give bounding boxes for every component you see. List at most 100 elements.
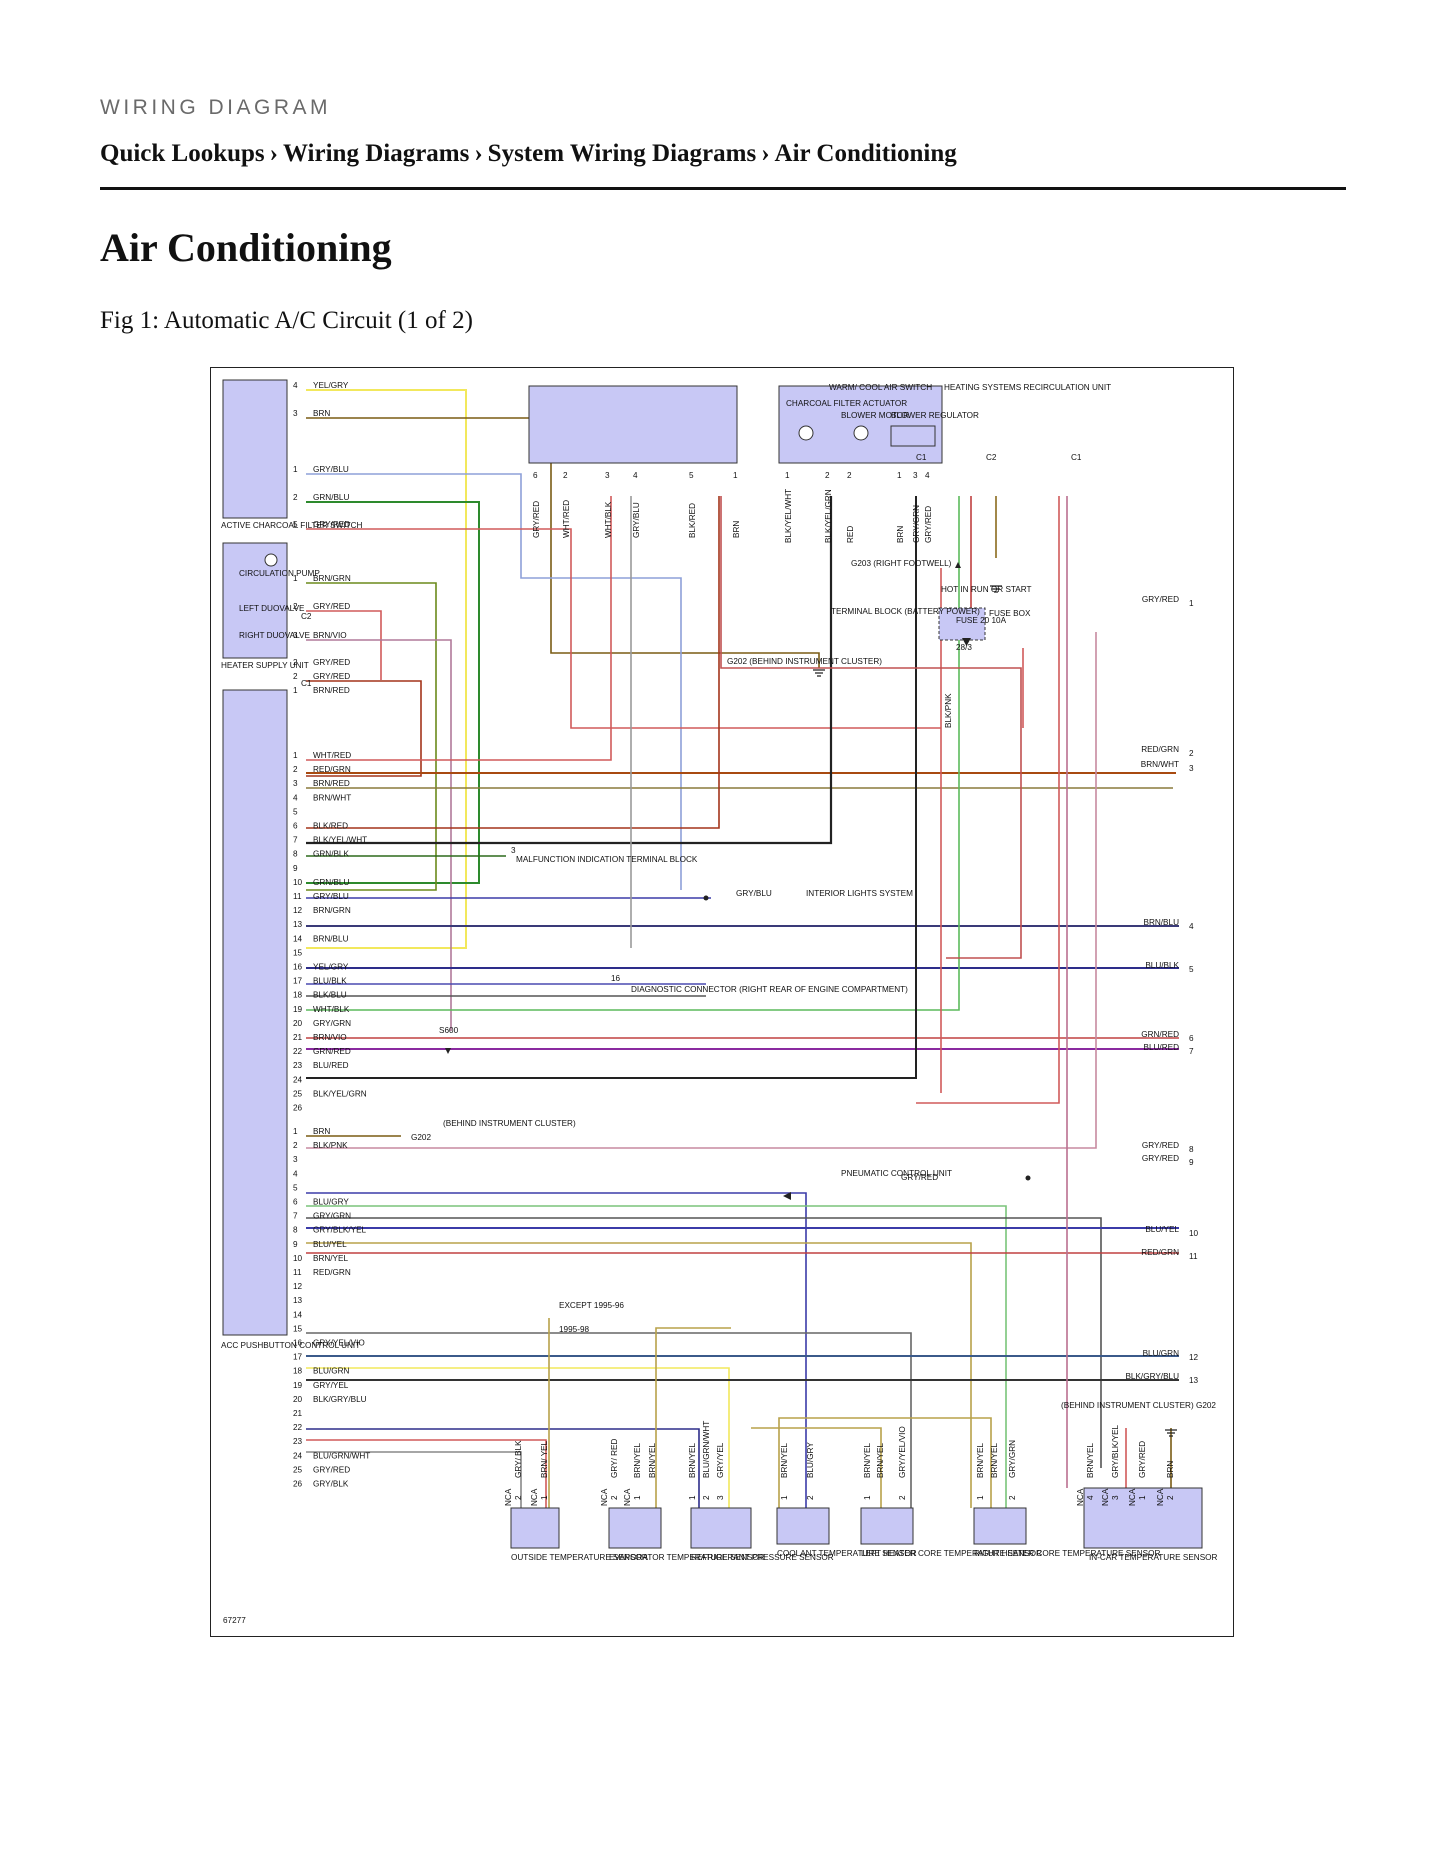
- connector-number: 3: [1189, 764, 1194, 773]
- wire-label: BRN/VIO: [313, 631, 347, 640]
- wire-label: BRN/ YEL: [540, 1440, 549, 1478]
- wire-label: YEL/GRY: [313, 963, 349, 972]
- pin-number: 19: [293, 1005, 303, 1014]
- breadcrumb-air-conditioning[interactable]: Air Conditioning: [774, 140, 957, 167]
- breadcrumb-system-wiring-diagrams[interactable]: System Wiring Diagrams: [487, 140, 757, 167]
- pin-number: 1: [785, 471, 790, 480]
- pin-number: 23: [293, 1437, 303, 1446]
- wire-label: BLU/RED: [313, 1061, 349, 1070]
- nca-label: NCA: [1101, 1488, 1110, 1506]
- wire-label: BRN/YEL: [976, 1443, 985, 1478]
- label-1995-98: 1995-98: [559, 1325, 589, 1334]
- active-charcoal-filter-switch: [222, 379, 288, 519]
- label-blk-pnk: BLK/PNK: [944, 693, 953, 728]
- wire-label: GRY/RED: [1142, 1154, 1179, 1163]
- wire-label: BRN/VIO: [313, 1033, 347, 1042]
- wire-label: BLU/GRY: [806, 1442, 815, 1478]
- wire-label: BRN/YEL: [688, 1443, 697, 1478]
- connector-number: 11: [1189, 1252, 1198, 1261]
- wire-label: BLU/GRN: [313, 1367, 349, 1376]
- wire-label: GRN/BLU: [313, 493, 349, 502]
- pin-number: 1: [293, 465, 298, 474]
- wire-label: BRN: [732, 521, 741, 538]
- label-right-heater-core-sensor: RIGHT HEATER CORE TEMPERATURE SENSOR: [974, 1549, 1160, 1558]
- recirc-unit-pins: 1BLK/YEL/WHT2BLK/YEL/GRN2RED1BRN3GRY/GRN…: [784, 471, 933, 543]
- pin-number: 25: [293, 1089, 303, 1098]
- pin-number: 1: [633, 1495, 642, 1500]
- pin-number: 26: [293, 1480, 303, 1489]
- pin-number: 21: [293, 1033, 303, 1042]
- nca-label: NCA: [1128, 1488, 1137, 1506]
- pin-number: 14: [293, 1310, 303, 1319]
- wire-label: BRN/YEL: [313, 1254, 348, 1263]
- connector-number: 9: [1189, 1158, 1194, 1167]
- label-malfunction-indication: MALFUNCTION INDICATION TERMINAL BLOCK: [516, 855, 698, 864]
- wire-label: GRN/RED: [313, 1047, 351, 1056]
- pin-number: 1: [540, 1495, 549, 1500]
- pin-number: 16: [293, 1339, 303, 1348]
- label-g202-right: (BEHIND INSTRUMENT CLUSTER) G202: [1061, 1401, 1216, 1410]
- wire-label: BLK/GRY/BLU: [313, 1395, 367, 1404]
- pin-number: 4: [293, 793, 298, 802]
- wire-label: GRY/RED: [1138, 1441, 1147, 1478]
- nca-label: NCA: [504, 1488, 513, 1506]
- wire-label: RED: [846, 526, 855, 543]
- label-evaporator-temperature-sensor: EVAPORATOR TEMPERATURE SENSOR: [609, 1553, 765, 1562]
- pin-number: 11: [293, 892, 302, 901]
- label-gry-blu-interior: GRY/BLU: [736, 889, 772, 898]
- wire-label: BRN/RED: [313, 686, 350, 695]
- wire-label: BRN: [313, 1127, 330, 1136]
- label-fuse: FUSE 20 10A: [956, 616, 1007, 625]
- wire-label: BLU/GRY: [313, 1198, 349, 1207]
- pin-number: 2: [293, 1141, 298, 1150]
- pin-number: 23: [293, 1061, 303, 1070]
- pin-number: 2: [293, 493, 298, 502]
- wire-label: RED/GRN: [313, 765, 351, 774]
- pin-number: 2: [825, 471, 830, 480]
- pin-number: 4: [925, 471, 930, 480]
- label-blower-regulator: BLOWER REGULATOR: [891, 411, 979, 420]
- wire-label: GRY/GRN: [912, 505, 921, 543]
- connector-number: 8: [1189, 1145, 1194, 1154]
- wire-label: BRN/YEL: [1086, 1443, 1095, 1478]
- pin-number: 4: [1086, 1495, 1095, 1500]
- wire-label: BLU/BLK: [313, 977, 347, 986]
- connector-label: C2: [986, 453, 997, 462]
- wire-label: GRN/RED: [1141, 1030, 1179, 1039]
- breadcrumb-wiring-diagrams[interactable]: Wiring Diagrams: [283, 140, 470, 167]
- breadcrumb-separator: ›: [269, 140, 278, 167]
- connector-number: 4: [1189, 922, 1194, 931]
- pin-number: 26: [293, 1104, 303, 1113]
- wire-label: BRN/YEL: [780, 1443, 789, 1478]
- pin-number: 3: [293, 779, 298, 788]
- pin-number: 2: [610, 1495, 619, 1500]
- connector-number: 6: [1189, 1034, 1194, 1043]
- wire-label: BRN: [1166, 1461, 1175, 1478]
- label-heating-systems-recirculation-unit: HEATING SYSTEMS RECIRCULATION UNIT: [944, 383, 1111, 392]
- wire-label: BRN/GRN: [313, 574, 351, 583]
- pin-number: 1: [293, 686, 298, 695]
- pin-number: 4: [633, 471, 638, 480]
- wire-label: GRY/YEL: [313, 1381, 349, 1390]
- pin-number: 3: [293, 631, 298, 640]
- breadcrumb-quick-lookups[interactable]: Quick Lookups: [100, 140, 265, 167]
- pin-number: 3: [293, 409, 298, 418]
- connector-number: 1: [1189, 599, 1194, 608]
- label-coolant-temperature-sensor: COOLANT TEMPERATURE SENSOR: [777, 1549, 917, 1558]
- wire-label: BLK/YEL/GRN: [313, 1089, 367, 1098]
- pin-number: 5: [689, 471, 694, 480]
- label-left-duovalve: LEFT DUOVALVE: [239, 604, 305, 613]
- breadcrumb-separator: ›: [474, 140, 483, 167]
- label-right-duovalve: RIGHT DUOVALVE: [239, 631, 311, 640]
- wire-label: WHT/RED: [313, 751, 351, 760]
- wire-label: GRY/BLK/YEL: [313, 1226, 367, 1235]
- pin-number: 9: [293, 1240, 298, 1249]
- wire-label: BLK/YEL/GRN: [824, 489, 833, 543]
- pin-number: 12: [293, 906, 303, 915]
- wire-label: GRN/BLK: [313, 850, 349, 859]
- pin-number: 5: [293, 1183, 298, 1192]
- label-refrigerant-pressure-sensor: REFRIGERANT PRESSURE SENSOR: [691, 1553, 834, 1562]
- label-active-charcoal-filter-switch: ACTIVE CHARCOAL FILTER SWITCH: [221, 521, 363, 530]
- pin-number: 11: [293, 1268, 302, 1277]
- label-pneumatic-control-unit: PNEUMATIC CONTROL UNIT: [841, 1169, 952, 1178]
